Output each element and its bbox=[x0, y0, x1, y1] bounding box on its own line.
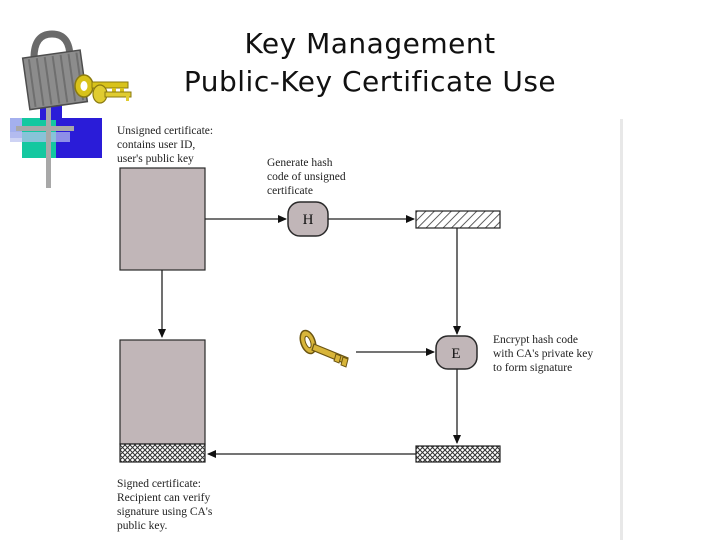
encrypt-label-line: with CA's private key bbox=[493, 348, 593, 360]
signed-certificate-box bbox=[119, 339, 206, 445]
unsigned-label-line: contains user ID, bbox=[117, 139, 195, 151]
slide-title-line-1: Key Management bbox=[244, 27, 496, 60]
unsigned-label-line: Unsigned certificate: bbox=[117, 125, 213, 137]
encrypt-node-label: E bbox=[451, 346, 460, 362]
slide-title-line-2: Public-Key Certificate Use bbox=[183, 65, 557, 98]
padlock-with-keys-icon bbox=[8, 30, 148, 190]
signed-certificate-label: Signed certificate: Recipient can verify… bbox=[117, 478, 215, 532]
signed-label-line: Signed certificate: bbox=[117, 478, 201, 490]
hash-step-label: Generate hash code of unsigned certifica… bbox=[267, 157, 348, 197]
hash-label-line: certificate bbox=[267, 185, 313, 197]
hash-label-line: Generate hash bbox=[267, 157, 333, 169]
signature-block bbox=[415, 445, 501, 463]
encrypt-label-line: to form signature bbox=[493, 362, 572, 374]
signed-label-line: Recipient can verify bbox=[117, 492, 210, 504]
hash-label-line: code of unsigned bbox=[267, 171, 346, 183]
encrypt-label-line: Encrypt hash code bbox=[493, 334, 578, 346]
signed-label-line: public key. bbox=[117, 520, 167, 532]
gold-key-icon bbox=[299, 329, 349, 368]
panel-edge bbox=[620, 119, 623, 540]
hash-node-label: H bbox=[303, 212, 314, 228]
signed-certificate-signature bbox=[119, 443, 206, 463]
unsigned-label-line: user's public key bbox=[117, 153, 194, 165]
signed-label-line: signature using CA's bbox=[117, 506, 213, 518]
hash-code-block bbox=[415, 210, 501, 229]
unsigned-certificate-label: Unsigned certificate: contains user ID, … bbox=[117, 125, 216, 165]
encrypt-step-label: Encrypt hash code with CA's private key … bbox=[493, 334, 596, 374]
unsigned-certificate-box bbox=[119, 167, 206, 271]
